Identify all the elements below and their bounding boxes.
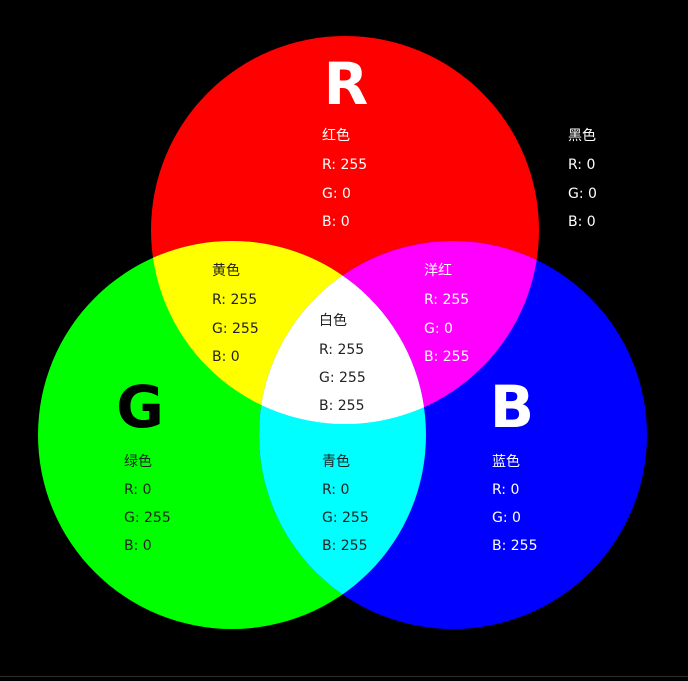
red-g-value: G: 0 xyxy=(322,186,351,202)
cyan-name: 青色 xyxy=(322,453,350,470)
yellow-b-value: B: 0 xyxy=(212,349,240,365)
cyan-r-value: R: 0 xyxy=(322,482,349,498)
red-r-value: R: 255 xyxy=(322,157,367,173)
blue-channel-letter: B xyxy=(490,373,534,441)
yellow-name: 黄色 xyxy=(212,262,240,279)
blue-r-value: R: 0 xyxy=(492,482,519,498)
black-name: 黑色 xyxy=(568,127,596,144)
magenta-r-value: R: 255 xyxy=(424,292,469,308)
magenta-name: 洋红 xyxy=(424,263,452,279)
blue-g-value: G: 0 xyxy=(492,510,521,526)
green-region-label: 绿色 R: 0 G: 255 B: 0 xyxy=(124,453,171,554)
black-b-value: B: 0 xyxy=(568,214,596,230)
red-channel-letter: R xyxy=(324,50,369,118)
yellow-r-value: R: 255 xyxy=(212,292,257,308)
green-channel-letter: G xyxy=(116,373,164,441)
blue-b-value: B: 255 xyxy=(492,538,538,554)
red-name: 红色 xyxy=(322,127,350,144)
black-region-label: 黑色 R: 0 G: 0 B: 0 xyxy=(568,127,597,230)
cyan-g-value: G: 255 xyxy=(322,510,369,526)
green-b-value: B: 0 xyxy=(124,538,152,554)
blue-name: 蓝色 xyxy=(492,453,520,470)
magenta-b-value: B: 255 xyxy=(424,349,470,365)
cyan-region-label: 青色 R: 0 G: 255 B: 255 xyxy=(322,453,369,554)
green-r-value: R: 0 xyxy=(124,482,151,498)
green-g-value: G: 255 xyxy=(124,510,171,526)
white-r-value: R: 255 xyxy=(319,342,364,358)
bottom-divider xyxy=(0,676,688,677)
red-b-value: B: 0 xyxy=(322,214,350,230)
cyan-b-value: B: 255 xyxy=(322,538,368,554)
magenta-region-label: 洋红 R: 255 G: 0 B: 255 xyxy=(424,263,470,365)
white-b-value: B: 255 xyxy=(319,398,365,414)
black-r-value: R: 0 xyxy=(568,157,595,173)
green-name: 绿色 xyxy=(124,453,152,470)
yellow-region-label: 黄色 R: 255 G: 255 B: 0 xyxy=(212,262,259,365)
white-g-value: G: 255 xyxy=(319,370,366,386)
red-region-label: 红色 R: 255 G: 0 B: 0 xyxy=(322,127,367,230)
magenta-g-value: G: 0 xyxy=(424,321,453,337)
white-region-label: 白色 R: 255 G: 255 B: 255 xyxy=(319,312,366,414)
white-overlap xyxy=(259,241,426,424)
blue-region-label: 蓝色 R: 0 G: 0 B: 255 xyxy=(492,453,538,554)
black-g-value: G: 0 xyxy=(568,186,597,202)
yellow-g-value: G: 255 xyxy=(212,321,259,337)
white-name: 白色 xyxy=(319,312,347,329)
